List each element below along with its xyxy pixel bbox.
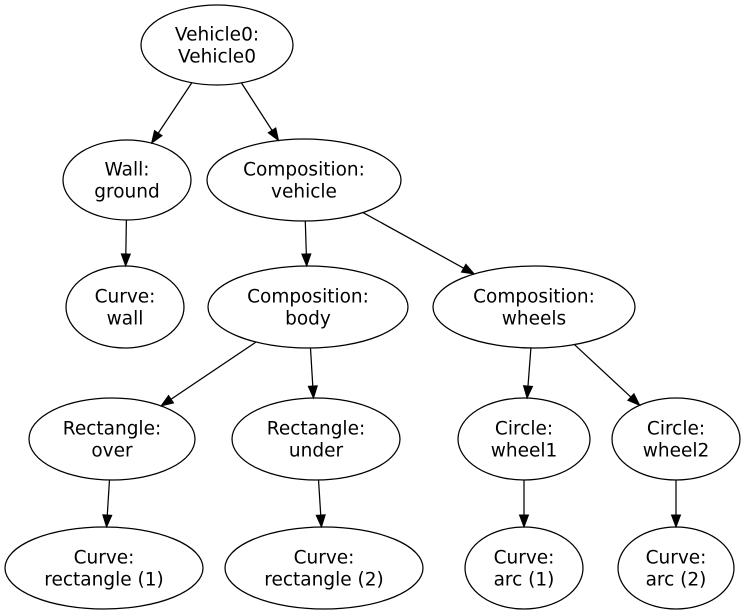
node-ellipse xyxy=(231,397,401,481)
arrowhead-icon xyxy=(102,514,113,529)
node-label-line1: Wall: xyxy=(105,159,150,180)
arrowhead-icon xyxy=(301,253,312,268)
node-label-line2: arc (1) xyxy=(494,569,555,590)
arrowhead-icon xyxy=(267,127,280,142)
edge-circle-wheel1-to-curve-arc-1 xyxy=(518,480,530,529)
node-label-line2: rectangle (2) xyxy=(264,569,383,590)
edge-line xyxy=(573,344,632,398)
node-label-line2: wheel1 xyxy=(491,440,558,461)
arrowhead-icon xyxy=(626,392,641,407)
edge-line xyxy=(170,341,257,400)
node-composition-vehicle: Composition:vehicle xyxy=(206,138,402,222)
arrowhead-icon xyxy=(307,385,318,400)
node-ellipse xyxy=(28,397,196,481)
arrowhead-icon xyxy=(120,253,132,268)
arrowhead-icon xyxy=(670,514,682,529)
node-label-line1: Curve: xyxy=(646,547,707,568)
node-label-line1: Circle: xyxy=(647,418,705,439)
node-label-line2: arc (2) xyxy=(646,569,707,590)
node-label-line2: vehicle xyxy=(271,181,337,202)
edge-wall-ground-to-curve-wall xyxy=(120,219,132,268)
arrowhead-icon xyxy=(159,394,175,407)
node-label-line2: under xyxy=(289,440,344,461)
edge-line xyxy=(157,82,193,134)
edge-composition-wheels-to-circle-wheel1 xyxy=(522,347,534,400)
node-ellipse xyxy=(62,139,192,221)
node-rectangle-under: Rectangle:under xyxy=(231,397,401,481)
node-label-line1: Rectangle: xyxy=(63,418,161,439)
edge-composition-wheels-to-circle-wheel2 xyxy=(573,344,641,407)
node-label-line1: Vehicle0: xyxy=(175,24,259,45)
node-circle-wheel2: Circle:wheel2 xyxy=(611,397,741,481)
node-curve-arc-2: Curve:arc (2) xyxy=(617,526,735,610)
arrowhead-icon xyxy=(460,263,476,275)
arrowhead-icon xyxy=(315,514,326,529)
node-label-line2: body xyxy=(285,308,331,329)
edge-composition-body-to-rectangle-under xyxy=(307,347,318,400)
node-curve-rectangle-1: Curve:rectangle (1) xyxy=(4,526,204,610)
arrowhead-icon xyxy=(150,129,163,145)
node-ellipse xyxy=(432,265,636,349)
edge-line xyxy=(527,347,532,387)
edge-line xyxy=(240,82,273,131)
node-curve-arc-1: Curve:arc (1) xyxy=(464,526,584,610)
node-label-line2: Vehicle0 xyxy=(178,46,256,67)
node-label-line2: ground xyxy=(94,181,159,202)
edge-line xyxy=(309,347,314,387)
edge-vehicle0-to-composition-vehicle xyxy=(240,82,280,142)
node-ellipse xyxy=(207,265,409,349)
node-ellipse xyxy=(224,526,424,610)
edge-composition-vehicle-to-composition-wheels xyxy=(362,212,476,275)
node-circle-wheel1: Circle:wheel1 xyxy=(457,397,591,481)
edge-line xyxy=(106,479,111,516)
node-label-line2: wheels xyxy=(502,308,566,329)
node-label-line2: wheel2 xyxy=(643,440,710,461)
edge-circle-wheel2-to-curve-arc-2 xyxy=(670,480,682,529)
edge-rectangle-over-to-curve-rectangle-1 xyxy=(102,479,113,529)
node-label-line2: wall xyxy=(107,308,144,329)
edge-line xyxy=(317,479,322,516)
edge-line xyxy=(125,219,127,255)
node-composition-body: Composition:body xyxy=(207,265,409,349)
node-vehicle0: Vehicle0:Vehicle0 xyxy=(140,4,294,86)
node-ellipse xyxy=(65,265,185,349)
node-label-line2: rectangle (1) xyxy=(44,569,163,590)
edge-line xyxy=(304,220,307,255)
arrowhead-icon xyxy=(518,514,530,529)
node-label-line1: Circle: xyxy=(495,418,553,439)
edge-composition-vehicle-to-composition-body xyxy=(301,220,312,268)
node-ellipse xyxy=(4,526,204,610)
edge-composition-body-to-rectangle-over xyxy=(159,341,257,407)
arrowhead-icon xyxy=(522,385,534,400)
node-label-line1: Curve: xyxy=(494,547,555,568)
edge-line xyxy=(362,212,464,269)
edge-rectangle-under-to-curve-rectangle-2 xyxy=(315,479,326,529)
node-ellipse xyxy=(140,4,294,86)
node-ellipse xyxy=(206,138,402,222)
node-curve-wall: Curve:wall xyxy=(65,265,185,349)
node-label-line1: Curve: xyxy=(74,547,135,568)
node-label-line1: Composition: xyxy=(243,159,365,180)
node-label-line1: Rectangle: xyxy=(267,418,365,439)
node-label-line1: Composition: xyxy=(473,286,595,307)
node-label-line1: Curve: xyxy=(294,547,355,568)
node-label-line1: Curve: xyxy=(95,286,156,307)
node-label-line1: Composition: xyxy=(247,286,369,307)
node-wall-ground: Wall:ground xyxy=(62,139,192,221)
node-composition-wheels: Composition:wheels xyxy=(432,265,636,349)
node-rectangle-over: Rectangle:over xyxy=(28,397,196,481)
node-curve-rectangle-2: Curve:rectangle (2) xyxy=(224,526,424,610)
node-label-line2: over xyxy=(91,440,133,461)
edge-vehicle0-to-wall-ground xyxy=(150,82,193,145)
